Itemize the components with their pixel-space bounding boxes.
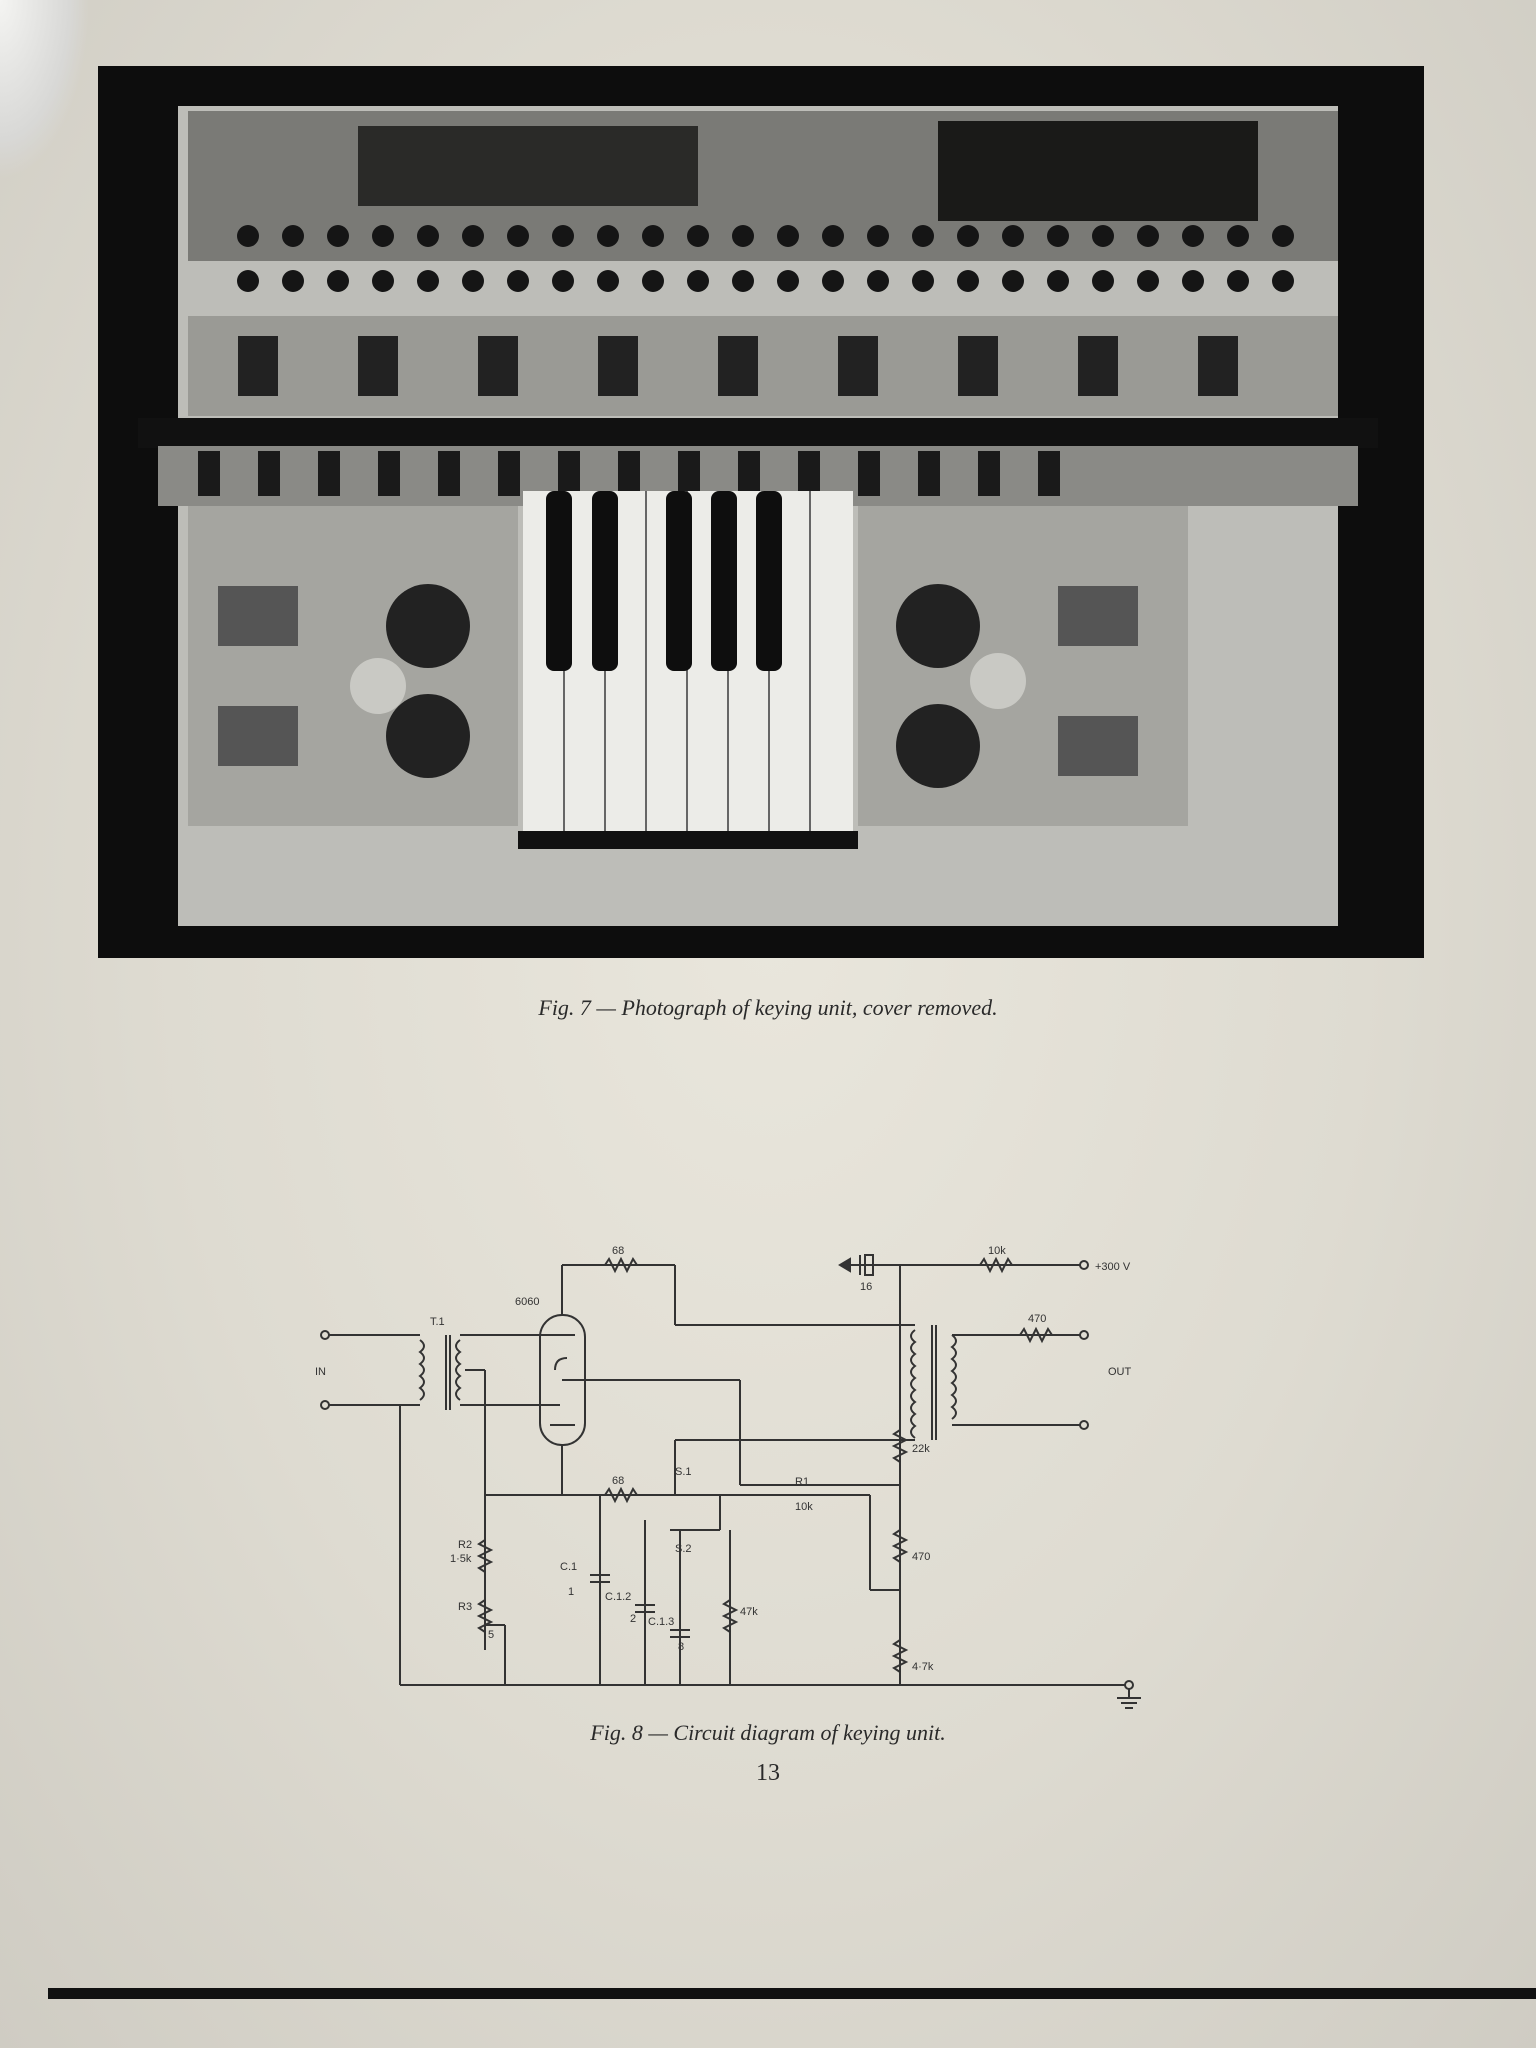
t1-label: T.1 <box>430 1316 445 1328</box>
r1-value-label: 10k <box>795 1501 813 1513</box>
keying-unit-photograph <box>98 66 1424 958</box>
c1-value-label: 1 <box>568 1586 574 1598</box>
r-470-out-label: 470 <box>1028 1313 1046 1325</box>
c13-label: C.1.3 <box>648 1616 674 1628</box>
page-number: 13 <box>756 1760 780 1786</box>
r-68-top-label: 68 <box>612 1245 624 1257</box>
keying-unit-circuit-diagram: 6060 T.1 IN OUT +300 V 68 68 16 10k 470 … <box>315 1245 1141 1709</box>
supply-label: +300 V <box>1095 1261 1131 1273</box>
r-10k-label: 10k <box>988 1245 1006 1257</box>
c12-label: C.1.2 <box>605 1591 631 1603</box>
in-label: IN <box>315 1366 326 1378</box>
figure-7-caption: Fig. 7 — Photograph of keying unit, cove… <box>538 995 998 1020</box>
r-4k7-label: 4·7k <box>912 1661 934 1673</box>
r-47k-label: 47k <box>740 1606 758 1618</box>
r1-label: R1 <box>795 1476 809 1488</box>
r3-value-label: 5 <box>488 1629 494 1641</box>
s1-label: S.1 <box>675 1466 692 1478</box>
out-label: OUT <box>1108 1366 1132 1378</box>
r-22k-label: 22k <box>912 1443 930 1455</box>
r3-label: R3 <box>458 1601 472 1613</box>
c13-value-label: 8 <box>678 1641 684 1653</box>
c1-label: C.1 <box>560 1561 577 1573</box>
s2-label: S.2 <box>675 1543 692 1555</box>
r2-label: R2 <box>458 1539 472 1551</box>
cap-16-label: 16 <box>860 1281 872 1293</box>
page-curl-shadow <box>0 0 90 180</box>
r2-value-label: 1·5k <box>450 1553 472 1565</box>
binder-edge <box>48 1988 1536 1999</box>
r-68-bottom-label: 68 <box>612 1475 624 1487</box>
figure-8-caption: Fig. 8 — Circuit diagram of keying unit. <box>590 1720 946 1745</box>
c12-value-label: 2 <box>630 1613 636 1625</box>
tube-label: 6060 <box>515 1296 539 1308</box>
r-470-label: 470 <box>912 1551 930 1563</box>
